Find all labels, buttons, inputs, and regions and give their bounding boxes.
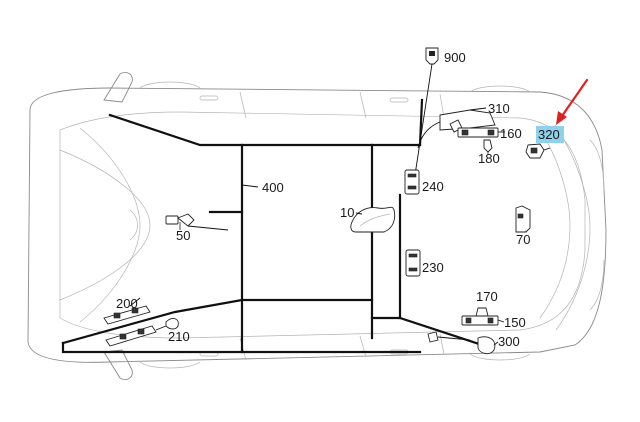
component-310-roof-module[interactable] <box>417 107 496 149</box>
callout-300[interactable]: 300 <box>498 334 520 349</box>
component-160-module[interactable] <box>457 127 505 138</box>
callout-170[interactable]: 170 <box>476 289 498 304</box>
component-200-module[interactable] <box>103 297 151 325</box>
wiring-harness <box>61 98 484 354</box>
component-320-sensor[interactable] <box>525 143 551 159</box>
component-50-bracket[interactable] <box>165 213 229 231</box>
component-210-module[interactable] <box>105 318 179 347</box>
callout-150[interactable]: 150 <box>504 315 526 330</box>
callout-210[interactable]: 210 <box>168 329 190 344</box>
callout-320[interactable]: 320 <box>538 127 560 142</box>
component-300-sensor[interactable] <box>427 331 499 355</box>
callout-400[interactable]: 400 <box>262 180 284 195</box>
callout-10[interactable]: 10 <box>340 205 354 220</box>
leader-10 <box>355 212 363 215</box>
callout-200[interactable]: 200 <box>116 296 138 311</box>
callout-230[interactable]: 230 <box>422 260 444 275</box>
component-230-relay[interactable] <box>405 249 421 277</box>
callout-900[interactable]: 900 <box>444 50 466 65</box>
callout-70[interactable]: 70 <box>516 232 530 247</box>
callout-50[interactable]: 50 <box>176 228 190 243</box>
callout-320-highlight <box>536 126 564 143</box>
component-900-connector[interactable] <box>414 47 439 176</box>
component-70-bracket[interactable] <box>515 205 531 233</box>
component-240-relay[interactable] <box>404 169 420 195</box>
component-10-seat-sensor[interactable] <box>350 206 396 233</box>
callout-180[interactable]: 180 <box>478 151 500 166</box>
red-arrow-icon <box>556 78 589 125</box>
callout-240[interactable]: 240 <box>422 179 444 194</box>
component-150-connector[interactable] <box>461 315 505 326</box>
callout-160[interactable]: 160 <box>500 126 522 141</box>
leader-400 <box>241 184 259 188</box>
component-180-clip[interactable] <box>483 139 493 155</box>
callout-310[interactable]: 310 <box>488 101 510 116</box>
